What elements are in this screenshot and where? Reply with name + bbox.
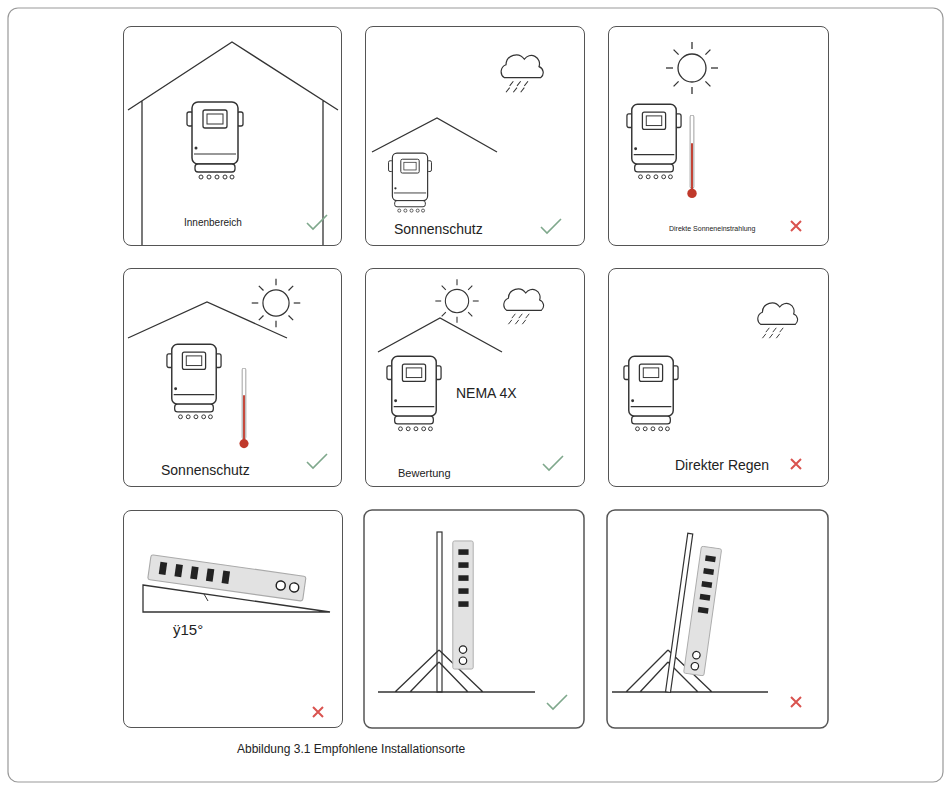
tilted-mount-scene	[607, 510, 828, 728]
indoor-scene	[128, 42, 338, 245]
figure-caption: Abbildung 3.1 Empfohlene Installationsor…	[237, 742, 465, 756]
nema-scene	[378, 279, 563, 470]
location-panel: Direkte Sonneneinstrahlung	[608, 26, 829, 246]
tilted-flat-scene	[143, 555, 330, 717]
location-panel: NEMA 4X Bewertung	[365, 268, 585, 487]
panel-label: NEMA 4X	[456, 385, 517, 401]
vertical-mount-scene	[364, 510, 584, 728]
sun-shade-scene	[128, 279, 327, 468]
location-panel: Innenbereich	[123, 26, 342, 246]
panel-label: Innenbereich	[184, 217, 242, 229]
direct-sun-scene	[627, 42, 801, 231]
location-panel: ÿ15°	[123, 510, 343, 728]
panel-label: ÿ15°	[173, 621, 203, 638]
outer-frame	[8, 8, 943, 782]
panel-label: Direkte Sonneneinstrahlung	[669, 225, 755, 233]
sheltered-scene	[372, 55, 561, 233]
panel-label: Bewertung	[398, 467, 451, 480]
location-panel: Sonnenschutz	[123, 268, 342, 487]
panel-label: Sonnenschutz	[394, 221, 483, 237]
location-panel: Sonnenschutz	[365, 26, 585, 246]
location-panel: Direkter Regen	[608, 268, 829, 487]
direct-rain-scene	[624, 303, 801, 469]
panel-label: Direkter Regen	[675, 457, 769, 473]
panel-label: Sonnenschutz	[161, 462, 250, 478]
